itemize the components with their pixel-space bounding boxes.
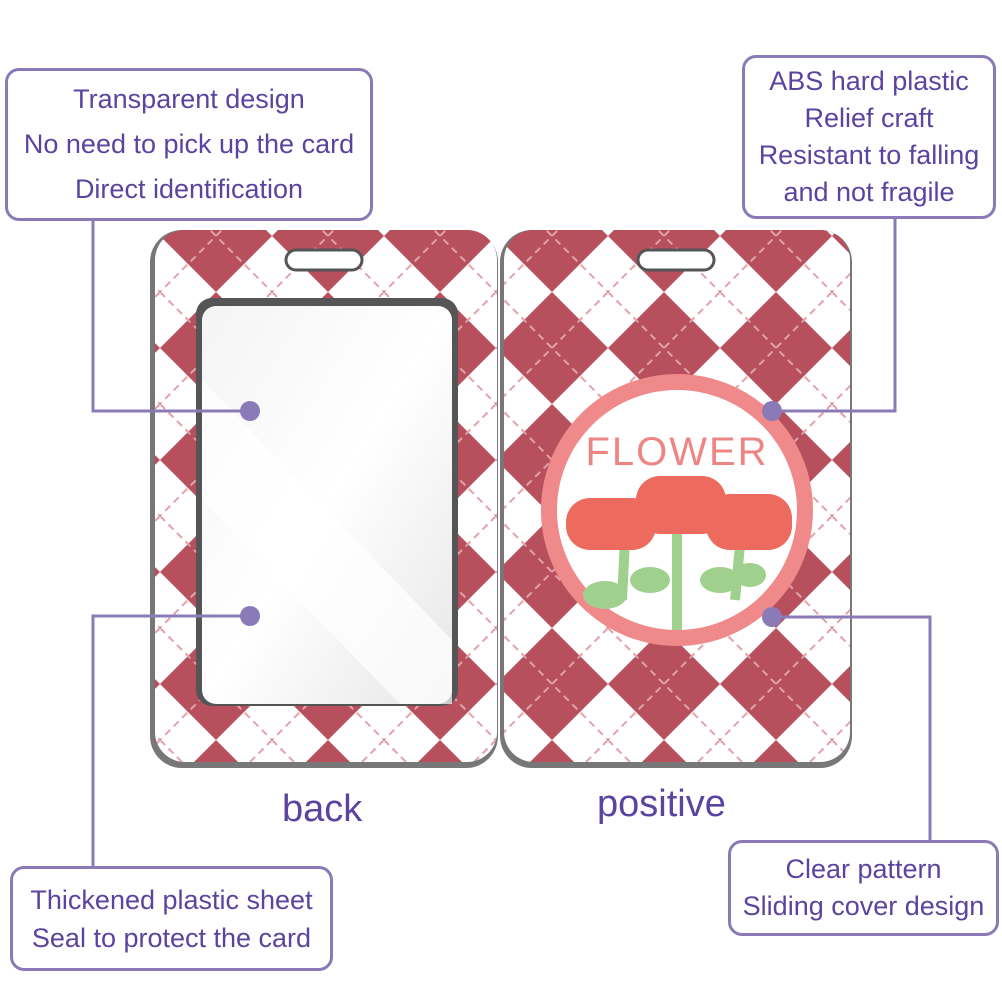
connector-lines <box>91 218 932 866</box>
callout-dots <box>240 401 782 627</box>
callout-line: Thickened plastic sheet <box>30 884 313 915</box>
callout-line: ABS hard plastic <box>769 66 969 96</box>
callout-abs-plastic: ABS hard plastic Relief craft Resistant … <box>742 55 996 219</box>
callout-transparent-design: Transparent design No need to pick up th… <box>5 68 373 221</box>
positive-label: positive <box>597 783 726 825</box>
callout-line: Sliding cover design <box>742 891 985 921</box>
callout-line: Seal to protect the card <box>31 922 312 953</box>
lanyard-slot <box>284 248 364 272</box>
positive-card: FLOWER <box>500 230 852 768</box>
callout-line: and not fragile <box>783 177 955 207</box>
callout-line: Resistant to falling <box>758 140 980 170</box>
callout-line: Relief craft <box>804 103 934 133</box>
callout-line: No need to pick up the card <box>23 129 355 159</box>
back-label: back <box>282 788 363 830</box>
callout-line: Direct identification <box>74 174 304 204</box>
back-card <box>150 230 498 768</box>
callout-line: Transparent design <box>73 84 305 114</box>
flower-icon <box>566 476 792 630</box>
callout-line: Clear pattern <box>785 854 942 884</box>
callout-thickened-sheet: Thickened plastic sheet Seal to protect … <box>10 866 333 971</box>
badge-text: FLOWER <box>585 430 768 474</box>
lanyard-slot <box>636 248 716 272</box>
callout-clear-pattern: Clear pattern Sliding cover design <box>728 840 999 936</box>
